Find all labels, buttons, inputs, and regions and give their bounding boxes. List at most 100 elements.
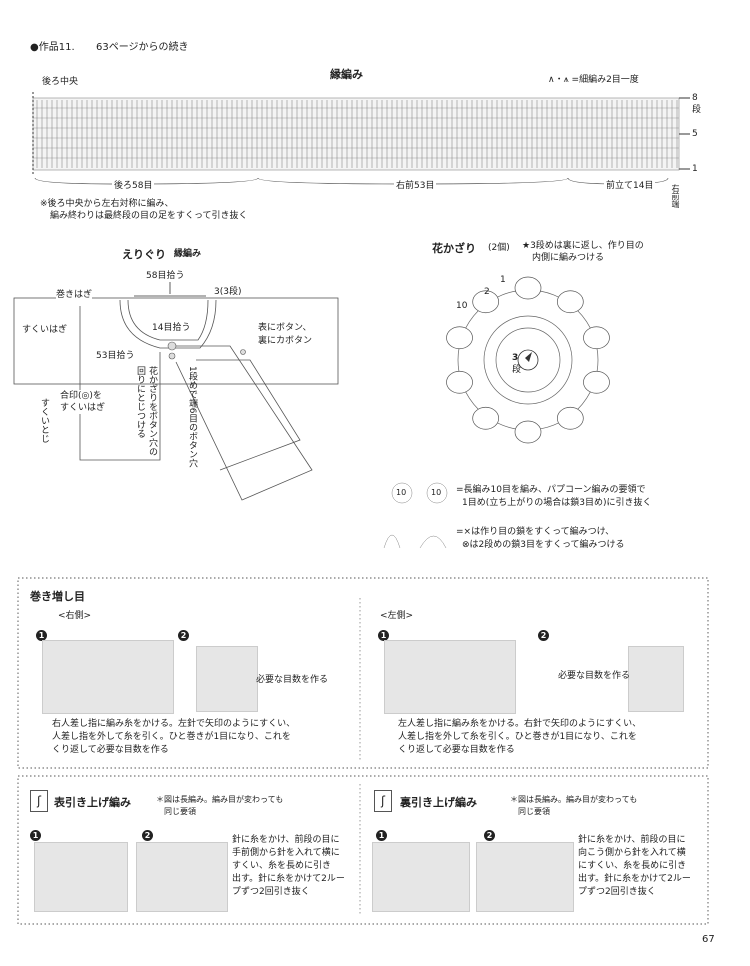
flower-attach-1: 花かざりをボタン穴の	[147, 366, 157, 456]
pick-58: 58目拾う	[146, 271, 185, 281]
right-front-end: 右前端	[671, 184, 680, 208]
work-label: ●作品11.	[30, 42, 75, 53]
buttonhole-note: 1段めで端6目のボタン穴	[187, 366, 197, 468]
back-text-2: 向こう側から針を入れて横	[578, 848, 686, 858]
pick-14: 14目拾う	[152, 322, 191, 334]
flower-note-2: 内側に編みつける	[532, 253, 605, 263]
flower-count: (2個)	[488, 243, 510, 253]
edge-note-2: 編み終わりは最終段の目の足をすくって引き抜く	[50, 211, 248, 221]
back-step-1: 1	[376, 830, 387, 841]
back-text-3: にすくい、糸を長めに引き	[578, 861, 687, 871]
front-note-1: ＊図は長編み。編み目が変わっても	[156, 795, 284, 804]
row-8: 8	[692, 93, 698, 103]
left-text-3: くり返して必要な目数を作る	[398, 745, 515, 755]
right-text-2: 人差し指を外して糸を引く。ひと巻きが1目になり、これを	[52, 732, 291, 742]
photo-right-1	[42, 640, 174, 714]
rows-3: 3(3段)	[214, 287, 242, 297]
petal	[472, 290, 500, 314]
petal	[583, 370, 610, 394]
right-text-3: くり返して必要な目数を作る	[52, 745, 169, 755]
back-center-label: 後ろ中央	[42, 77, 79, 87]
right-side-label: <右側>	[58, 611, 92, 621]
front-post-title: 表引き上げ編み	[54, 796, 131, 809]
flower-title: 花かざり	[432, 242, 476, 255]
petal	[446, 370, 473, 394]
photo-right-2	[196, 646, 258, 712]
flower-label-1: 1	[500, 275, 506, 285]
back-text-5: プずつ2回引き抜く	[578, 887, 656, 897]
back-text-4: 出す。針に糸をかけて2ルー	[578, 874, 691, 884]
row-5: 5	[692, 129, 698, 139]
front-photo-2	[136, 842, 228, 912]
back-text-1: 針に糸をかけ、前段の目に	[578, 835, 686, 845]
right-text-1: 右人差し指に編み糸をかける。左針で矢印のようにすくい、	[52, 719, 296, 729]
petal	[446, 326, 473, 350]
legend-circle-10a: 10	[396, 488, 407, 497]
left-side-label: <左側>	[380, 611, 414, 621]
left-text-1: 左人差し指に編み糸をかける。右針で矢印のようにすくい、	[398, 719, 642, 729]
front-note-2: 同じ要領	[164, 807, 196, 816]
sukuitoji-label: すくいとじ	[39, 398, 49, 443]
petal	[472, 406, 500, 430]
flower-note-1: ★3段めは裏に返し、作り目の	[522, 241, 644, 251]
back-step-2: 2	[484, 830, 495, 841]
front-post-symbol-icon: ʃ	[30, 790, 48, 812]
step-1-left: 1	[378, 630, 389, 641]
back-post-symbol-icon: ʃ	[374, 790, 392, 812]
step-1-right: 1	[36, 630, 47, 641]
back-stitch-count: 後ろ58目	[112, 180, 155, 192]
front-step-2: 2	[142, 830, 153, 841]
pick-53: 53目拾う	[96, 350, 135, 362]
aijirushi-1: 合印(◎)を	[60, 390, 102, 402]
front-edge-count: 前立て14目	[604, 180, 656, 192]
flower-legend-2a: =×は作り目の鎖をすくって編みつけ、	[456, 527, 615, 537]
photo-left-1	[384, 640, 516, 714]
left-text-2: 人差し指を外して糸を引く。ひと巻きが1目になり、これを	[398, 732, 637, 742]
flower-legend-2b: ⊗は2段めの鎖3目をすくって編みつける	[462, 540, 625, 550]
front-photo-1	[34, 842, 128, 912]
button-front: 表にボタン、	[258, 323, 312, 333]
step-2-right: 2	[178, 630, 189, 641]
legend-circle-10b: 10	[431, 488, 442, 497]
aijirushi-2: すくいはぎ	[60, 402, 106, 414]
page-number: 67	[702, 934, 715, 945]
back-photo-2	[476, 842, 574, 912]
sukuihagi-label: すくいはぎ	[22, 324, 68, 336]
flower-attach-2: 回りにとじつける	[135, 366, 145, 438]
front-text-4: 出す。針に糸をかけて2ルー	[232, 874, 345, 884]
edge-legend: ∧・⩚ =細編み2目一度	[548, 75, 639, 85]
front-text-2: 手前側から針を入れて横に	[232, 848, 340, 858]
continued-note: 63ページからの続き	[96, 42, 189, 53]
collar-subtitle: 縁編み	[174, 249, 202, 259]
edge-title: 縁編み	[330, 68, 363, 81]
front-text-1: 針に糸をかけ、前段の目に	[232, 835, 340, 845]
makimashi-title: 巻き増し目	[30, 590, 85, 603]
row-dan: 段	[692, 105, 702, 115]
flower-center-num: 3	[512, 353, 519, 363]
back-note-2: 同じ要領	[518, 807, 550, 816]
flower-legend-1a: =長編み10目を編み、パプコーン編みの要領で	[456, 485, 646, 495]
collar-title: えりぐり	[122, 248, 166, 261]
petal	[556, 406, 584, 430]
petal	[514, 420, 542, 444]
front-step-1: 1	[30, 830, 41, 841]
front-text-3: すくい、糸を長めに引き	[232, 861, 332, 871]
back-photo-1	[372, 842, 470, 912]
flower-legend-1b: 1目め(立ち上がりの場合は鎖3目め)に引き抜く	[462, 498, 652, 508]
makihagi-label: 巻きはぎ	[56, 289, 93, 301]
back-note-1: ＊図は長編み。編み目が変わっても	[510, 795, 638, 804]
flower-label-10: 10	[456, 301, 468, 311]
step-2-left: 2	[538, 630, 549, 641]
row-1: 1	[692, 164, 698, 174]
button-back: 裏にカボタン	[258, 336, 313, 346]
petal	[583, 326, 610, 350]
petal	[514, 276, 542, 300]
front-text-5: プずつ2回引き抜く	[232, 887, 310, 897]
back-post-title: 裏引き上げ編み	[400, 796, 477, 809]
petal	[556, 290, 584, 314]
need-right: 必要な目数を作る	[256, 675, 329, 685]
photo-left-2	[628, 646, 684, 712]
need-left: 必要な目数を作る	[558, 671, 631, 681]
edge-note-1: ※後ろ中央から左右対称に編み、	[40, 199, 174, 209]
